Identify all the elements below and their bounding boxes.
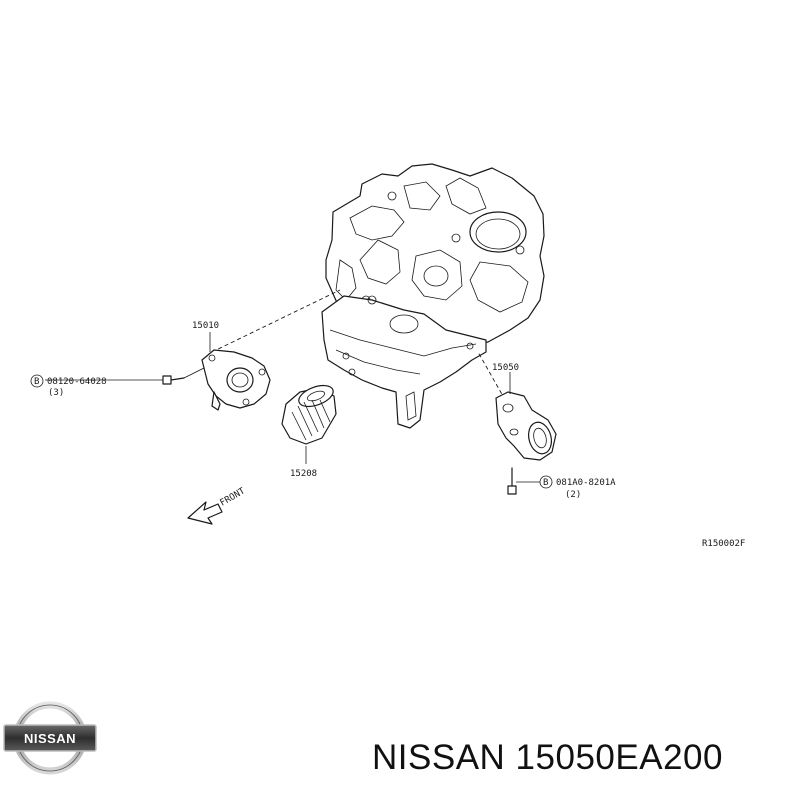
bolt-a-marker: [30, 374, 44, 388]
bolt-a-qty: (3): [48, 388, 64, 398]
leader-line-15050: [477, 351, 513, 413]
bolt-a-code: 08120-64028: [47, 377, 107, 387]
bolt-b-qty: (2): [565, 490, 581, 500]
bolt-b-code: 081A0-8201A: [556, 478, 616, 488]
front-arrow-icon: [187, 501, 223, 525]
nissan-logo: NISSAN: [3, 701, 97, 775]
footer-brand: NISSAN: [372, 738, 506, 777]
bolt-a-marker-letter: B: [34, 377, 39, 387]
front-label: FRONT: [219, 486, 248, 508]
reference-code: R150002F: [702, 539, 745, 549]
engine-block: [321, 163, 545, 429]
bolt-b-marker: [539, 475, 553, 489]
footer-part-number: 15050EA200: [515, 738, 723, 777]
bolt-081A0-8201A: [507, 467, 517, 495]
part-label-15050: 15050: [492, 363, 519, 373]
bolt-08120-64028: [162, 367, 205, 385]
oil-pump-15010: [201, 349, 271, 411]
part-label-15010: 15010: [192, 321, 219, 331]
part-title: NISSAN 15050EA200: [372, 738, 723, 778]
oil-filter-15208: [281, 384, 337, 445]
leader-line-15010: [211, 289, 341, 353]
bolt-b-marker-letter: B: [543, 478, 548, 488]
logo-text: NISSAN: [24, 731, 76, 746]
filter-bracket-15050: [495, 391, 557, 461]
part-label-15208: 15208: [290, 469, 317, 479]
